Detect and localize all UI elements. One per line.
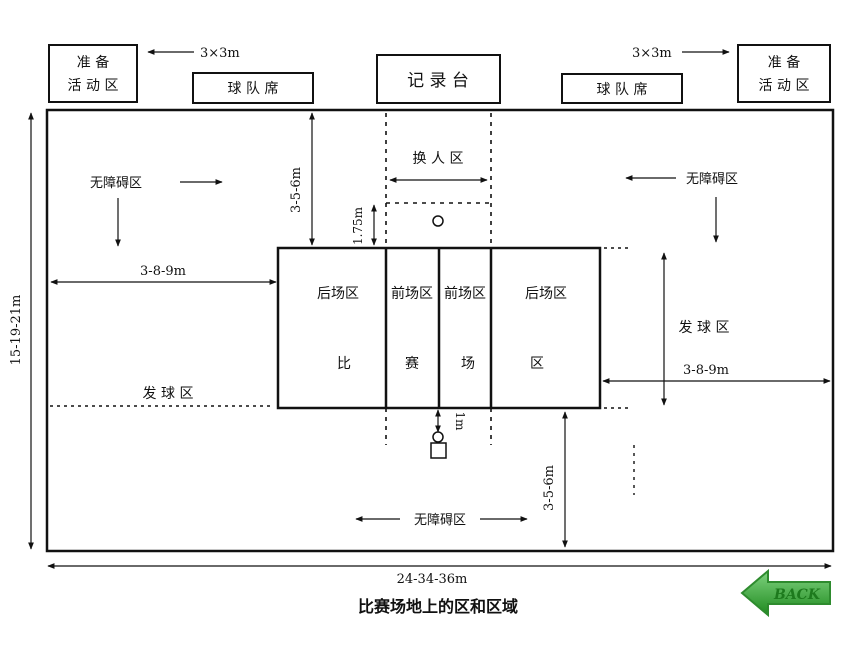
dimension-attack-offset-label: 1.75m [351,206,365,245]
front-court-left-label: 前场区 [391,285,433,302]
referee-stand [430,442,447,459]
court: 后场区 前场区 前场区 后场区 比 赛 场 区 [276,246,602,410]
playing-area-boundary [45,108,835,553]
warmup-left-line2: 活 动 区 [68,78,119,94]
dimension-referee-label: 1m [453,411,467,431]
free-zone-top-left: 无障碍区 [90,176,223,247]
court-char-4: 区 [530,356,544,372]
free-zone-top-right: 无障碍区 [625,172,738,243]
warmup-size-left-label: 3×3m [200,46,240,61]
dimension-bottom-margin: 3-5-6m [542,411,568,548]
front-court-right-label: 前场区 [444,285,486,302]
figure-caption: 比赛场地上的区和区域 [358,597,518,616]
team-bench-right: 球 队 席 [561,73,683,104]
back-button[interactable]: BACK [740,568,831,618]
team-bench-left: 球 队 席 [192,72,314,104]
court-char-1: 比 [337,356,351,372]
dimension-total-width-label: 15-19-21m [9,295,24,366]
dimension-attack-offset: 1.75m [351,204,377,246]
service-zone-right-label: 发 球 区 [679,320,730,336]
warmup-right-line1: 准 备 [768,54,800,71]
scorer-table: 记 录 台 [376,54,501,104]
court-char-2: 赛 [405,356,419,372]
dimension-total-length: 24-34-36m [47,563,832,587]
warmup-area-left: 准 备 活 动 区 [48,44,138,103]
dimension-right-margin-label: 3-8-9m [683,363,729,378]
back-court-right-label: 后场区 [525,286,567,302]
free-zone-top-left-label: 无障碍区 [90,176,142,191]
first-referee-marker [432,215,444,227]
dimension-top-margin: 3-5-6m [289,112,315,246]
second-referee-marker [432,431,444,443]
second-referee: 1m [430,409,467,459]
warmup-left-line1: 准 备 [77,54,109,71]
substitution-zone [385,113,492,445]
warmup-size-right-label: 3×3m [632,46,672,61]
free-zone-bottom: 无障碍区 [355,513,528,528]
service-zone-lines [50,247,630,409]
dimension-bottom-margin-label: 3-5-6m [542,465,557,511]
court-char-3: 场 [461,356,475,372]
service-zone-right: 发 球 区 [661,252,730,406]
substitution-zone-arrow: 换 人 区 [389,150,488,183]
dimension-total-length-label: 24-34-36m [397,572,468,587]
back-arrow-icon [740,568,831,618]
dimension-total-width: 15-19-21m [9,112,34,550]
warmup-area-right: 准 备 活 动 区 [737,44,831,103]
back-court-left-label: 后场区 [317,286,359,302]
team-bench-right-label: 球 队 席 [597,82,648,98]
free-zone-top-right-label: 无障碍区 [686,172,738,187]
back-button-label: BACK [773,587,821,603]
service-zone-left-label: 发 球 区 [143,386,194,402]
scorer-table-label: 记 录 台 [407,71,469,91]
team-bench-left-label: 球 队 席 [228,81,279,97]
warmup-right-line2: 活 动 区 [759,78,810,94]
dimension-top-margin-label: 3-5-6m [289,167,304,213]
warmup-size-left: 3×3m [147,46,240,61]
substitution-zone-label: 换 人 区 [413,150,464,167]
warmup-size-right: 3×3m [632,46,730,61]
dimension-right-margin: 3-8-9m [602,363,831,384]
free-zone-bottom-label: 无障碍区 [414,513,466,528]
dimension-left-margin-label: 3-8-9m [140,264,186,279]
dimension-left-margin: 3-8-9m [50,264,277,285]
